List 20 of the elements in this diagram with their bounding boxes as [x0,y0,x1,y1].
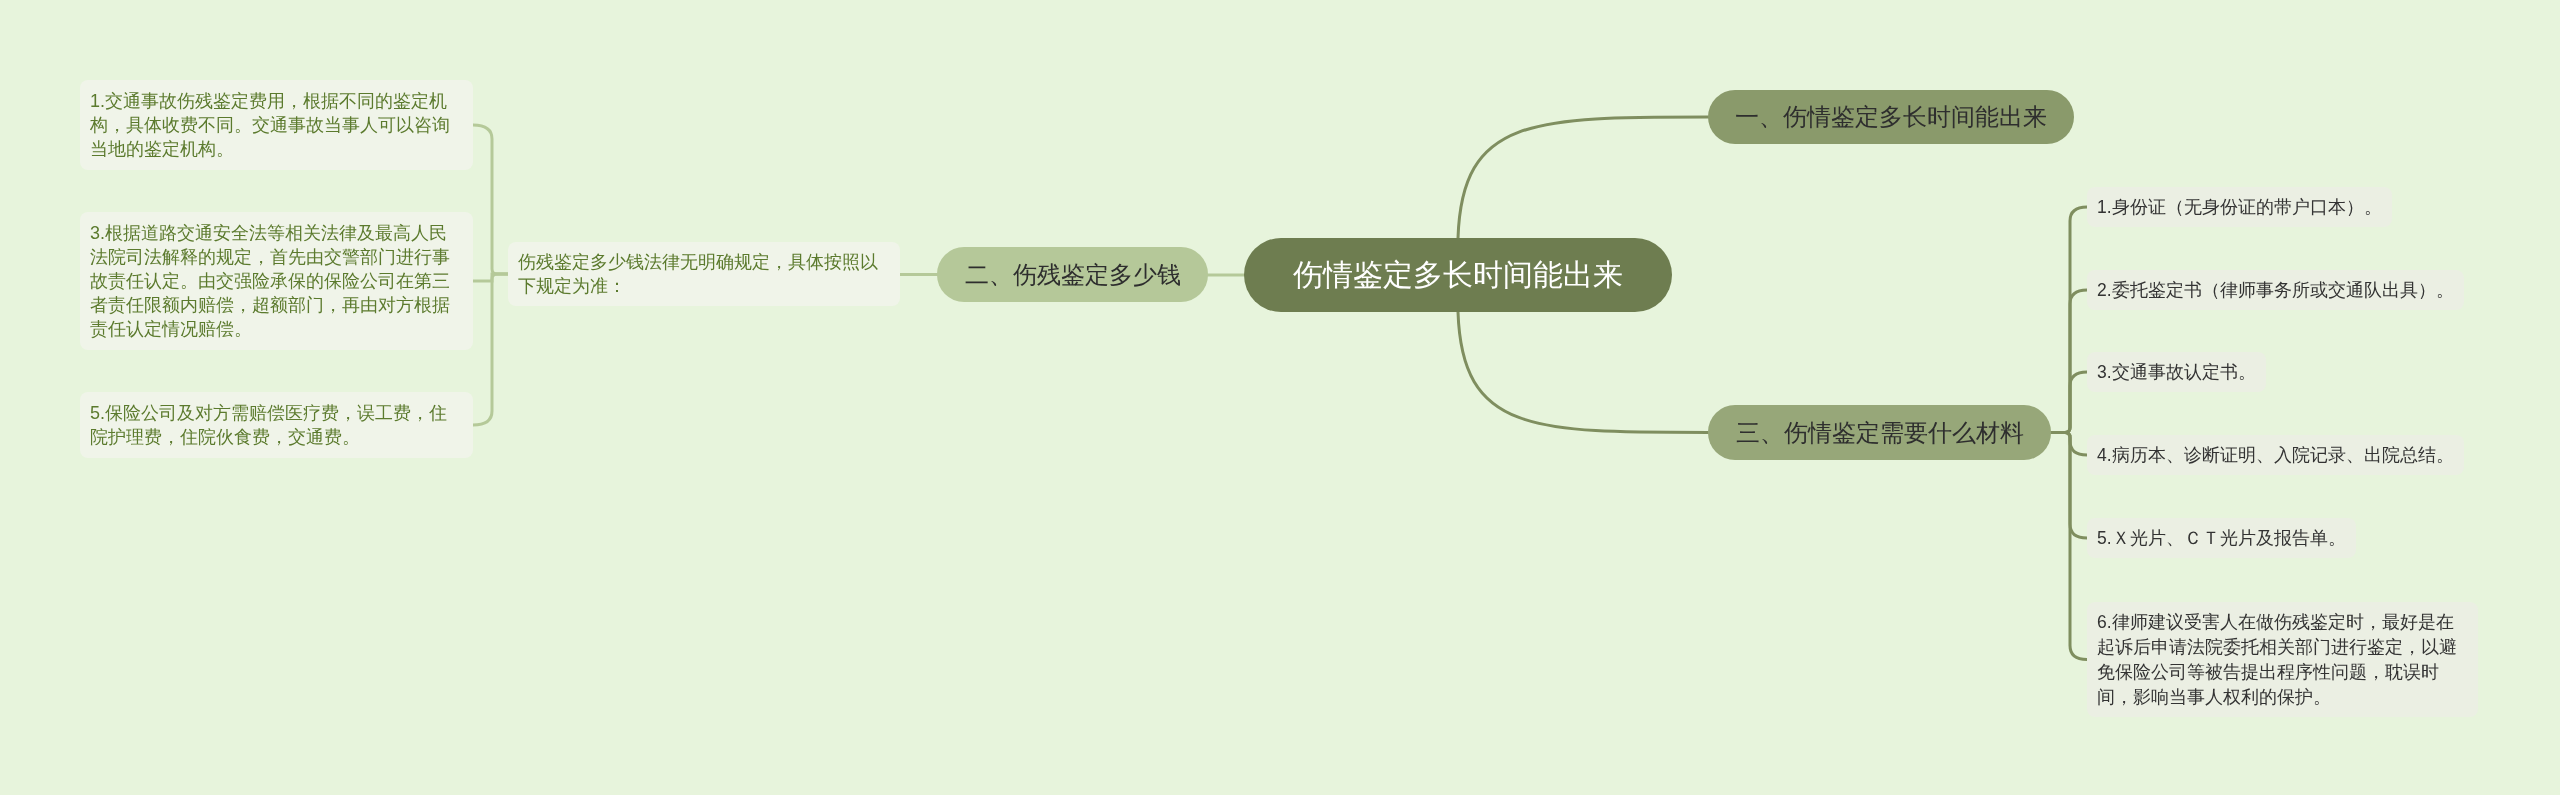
connector-line [2049,431,2089,661]
note-box: 3.交通事故认定书。 [2087,352,2266,392]
connector-line [471,272,510,427]
note-box: 1.身份证（无身份证的带户口本）。 [2087,187,2392,227]
note-box: 伤残鉴定多少钱法律无明确规定，具体按照以下规定为准： [508,242,900,306]
central-topic-pill: 伤情鉴定多长时间能出来 [1244,238,1672,312]
topic-pill: 二、伤残鉴定多少钱 [937,247,1208,302]
connector-line [1206,273,1246,277]
topic-pill: 一、伤情鉴定多长时间能出来 [1708,90,2074,144]
note-box: 5.保险公司及对方需赔偿医疗费，误工费，住院护理费，住院伙食费，交通费。 [80,392,473,458]
note-box: 1.交通事故伤残鉴定费用，根据不同的鉴定机构，具体收费不同。交通事故当事人可以咨询当地的鉴定机构。 [80,80,473,170]
topic-pill: 三、伤情鉴定需要什么材料 [1708,405,2051,460]
note-box: 2.委托鉴定书（律师事务所或交通队出具）。 [2087,270,2464,310]
note-box: 5.Ｘ光片、ＣＴ光片及报告单。 [2087,518,2356,558]
note-box: 6.律师建议受害人在做伤残鉴定时，最好是在起诉后申请法院委托相关部门进行鉴定，以避免保险公司等被告提出程序性问题，耽误时间，影响当事人权利的保护。 [2087,602,2478,717]
note-box: 4.病历本、诊断证明、入院记录、出院总结。 [2087,435,2464,475]
connector-line [1456,115,1710,240]
connector-line [1456,310,1710,434]
connector-line [898,273,939,276]
note-box: 3.根据道路交通安全法等相关法律及最高人民法院司法解释的规定，首先由交警部门进行事故责任认定。由交强险承保的保险公司在第三者责任限额内赔偿，超额部门，再由对方根据责任认定情况赔偿。 [80,212,473,350]
